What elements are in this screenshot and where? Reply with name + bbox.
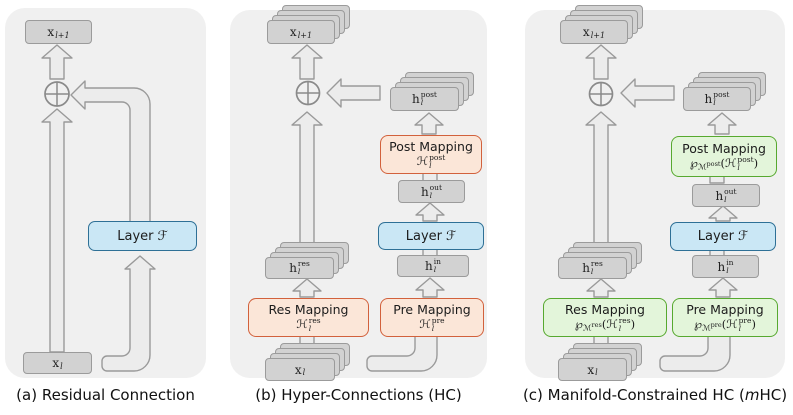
- a-add-operator-icon: [44, 81, 70, 107]
- c-arrow-resmap-to-hres: [586, 278, 616, 298]
- c-pipe-xl-to-premap: [659, 334, 731, 372]
- c-caption: (c) Manifold-Constrained HC (mHC): [522, 386, 788, 404]
- b-arrow-plus-to-xout: [291, 44, 323, 80]
- b-arrow-layer-to-hout: [415, 202, 445, 222]
- c-arrow-hpost-to-plus: [620, 78, 675, 108]
- b-pipe-xl-to-premap: [366, 334, 438, 372]
- c-add-operator-icon: [588, 81, 614, 107]
- a-pipe-xin-to-layer: [101, 255, 156, 372]
- a-pipe-layer-to-plus: [70, 80, 151, 223]
- a-arrow-xin-to-plus: [41, 108, 73, 353]
- a-arrow-plus-to-xout: [41, 44, 73, 80]
- c-arrow-postmap-to-hpost: [707, 112, 737, 135]
- b-arrow-hpost-to-plus: [326, 78, 381, 108]
- c-arrow-layer-to-hout: [708, 205, 738, 222]
- b-arrow-premap-to-hin: [415, 277, 445, 298]
- b-arrow-postmap-to-hpost: [414, 112, 444, 135]
- b-add-operator-icon: [295, 80, 321, 106]
- c-arrow-hres-to-plus: [585, 111, 617, 251]
- panel-residual-connection: [5, 8, 206, 378]
- b-arrow-resmap-to-hres: [292, 278, 322, 298]
- c-arrow-plus-to-xout: [585, 44, 617, 80]
- b-caption: (b) Hyper-Connections (HC): [255, 386, 462, 404]
- c-arrow-premap-to-hin: [708, 277, 738, 298]
- b-arrow-hres-to-plus: [291, 111, 323, 251]
- a-caption: (a) Residual Connection: [16, 386, 195, 404]
